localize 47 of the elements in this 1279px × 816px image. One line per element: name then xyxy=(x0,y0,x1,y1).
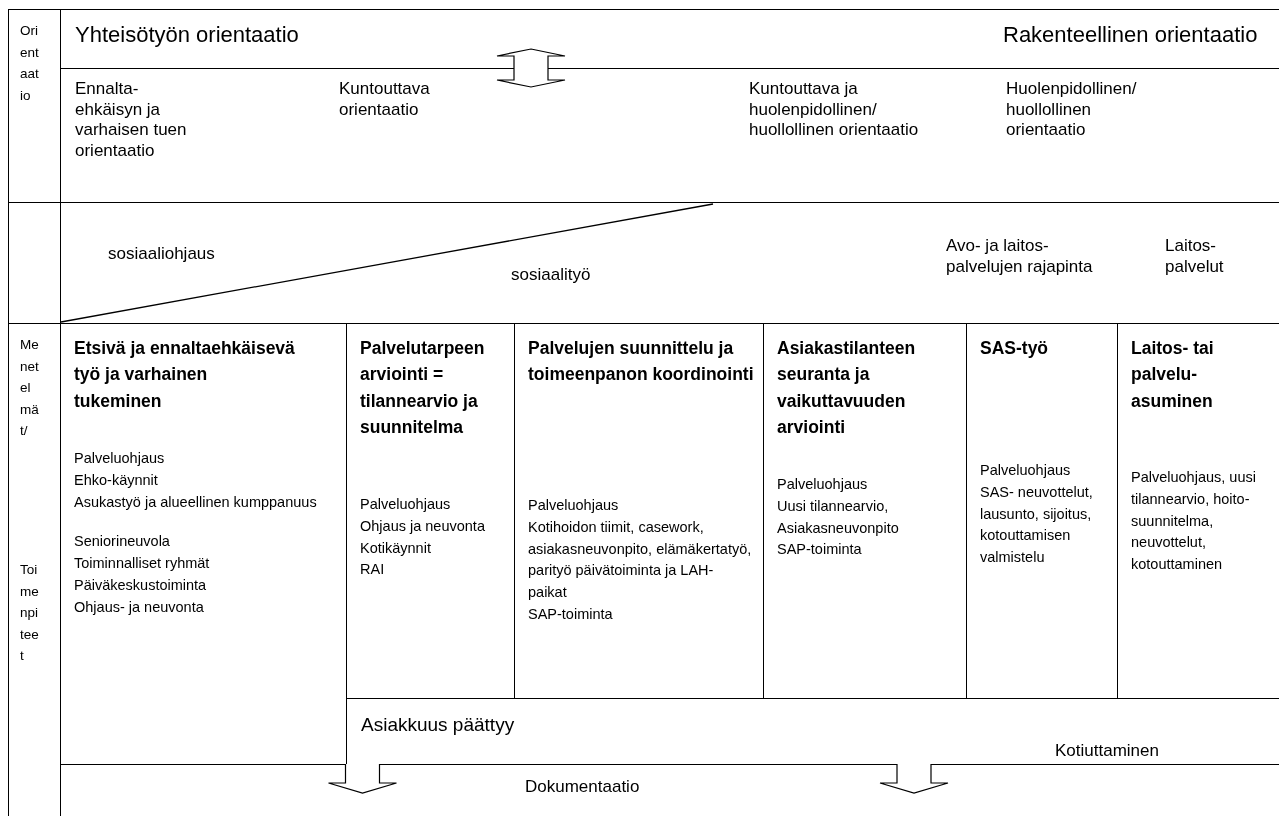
method-item: RAI xyxy=(360,560,386,580)
orientation-heading: Yhteisötyön orientaatio xyxy=(75,22,300,49)
method-item: Ohjaus ja neuvonta xyxy=(360,516,486,536)
method-item: Kotihoidon tiimit, casework, asiakasneuvonpito, elämäkertatyö, parityö päivätoiminta ja LAH- paikat xyxy=(528,517,753,602)
row-header-text: Toimenpiteet xyxy=(20,561,40,666)
method-item: Ehko-käynnit xyxy=(74,470,159,490)
band-label: Dokumentaatio xyxy=(525,777,641,798)
method-item: Palveluohjaus xyxy=(777,475,869,494)
method-item: Palveluohjaus xyxy=(980,461,1072,480)
method-item: Palveluohjaus xyxy=(360,495,452,514)
band-label: Laitos- palvelut xyxy=(1165,236,1225,278)
method-item: Palveluohjaus xyxy=(528,496,620,515)
column-heading: Asiakastilanteen seuranta ja vaikuttavuuden arviointi xyxy=(777,337,917,439)
column-heading: Laitos- tai palvelu- asuminen xyxy=(1131,337,1215,413)
method-item: Ohjaus- ja neuvonta xyxy=(74,597,205,617)
orientation-label: Huolenpidollinen/ huollollinen orientaatio xyxy=(1006,79,1138,142)
row-header-panel xyxy=(8,9,61,203)
orientation-label: Ennalta- ehkäisyn ja varhaisen tuen orientaatio xyxy=(75,79,188,162)
method-item: Uusi tilannearvio, xyxy=(777,496,890,516)
method-item: Päiväkeskustoiminta xyxy=(74,575,208,595)
method-item: Palveluohjaus, uusi tilannearvio, hoito- suunnitelma, neuvottelut, kotouttaminen xyxy=(1131,468,1257,574)
column-heading: SAS-työ xyxy=(980,337,1050,360)
method-item: Palveluohjaus xyxy=(74,449,166,468)
method-item: Seniorineuvola xyxy=(74,532,171,552)
orientation-heading: Rakenteellinen orientaatio xyxy=(1003,22,1259,49)
method-item: SAS- neuvottelut, lausunto, sijoitus, kotouttamisen valmistelu xyxy=(980,482,1094,567)
method-item: SAP-toiminta xyxy=(777,540,863,560)
method-item: Asukastyö ja alueellinen kumppanuus xyxy=(74,492,318,512)
orientation-label: Kuntouttava ja huolenpidollinen/ huollollinen orientaatio xyxy=(749,79,920,142)
band-label: Avo- ja laitos- palvelujen rajapinta xyxy=(946,236,1094,278)
column-heading: Palvelujen suunnittelu ja toimeenpanon koordinointi xyxy=(528,337,754,387)
method-item: SAP-toiminta xyxy=(528,604,614,624)
status-label: Kotiuttaminen xyxy=(1055,741,1160,762)
block-arrow xyxy=(879,763,949,794)
row-header-text: Menetelmät/ xyxy=(20,336,40,441)
row-header-text: Orientaatio xyxy=(20,22,40,105)
method-item: Toiminnalliset ryhmät xyxy=(74,554,211,573)
method-item: Asiakasneuvonpito xyxy=(777,518,900,538)
block-arrow xyxy=(327,763,398,794)
status-label: Asiakkuus päättyy xyxy=(361,713,516,737)
column-heading: Palvelutarpeen arviointi = tilannearvio ja suunnitelma xyxy=(360,337,486,439)
orientation-label: Kuntouttava orientaatio xyxy=(339,79,431,121)
column-heading: Etsivä ja ennaltaehkäisevä työ ja varhainen tukeminen xyxy=(74,337,296,413)
double-block-arrow xyxy=(496,48,566,88)
band-label: sosiaalityö xyxy=(511,265,592,286)
band-label: sosiaaliohjaus xyxy=(108,244,216,265)
method-item: Kotikäynnit xyxy=(360,538,432,558)
